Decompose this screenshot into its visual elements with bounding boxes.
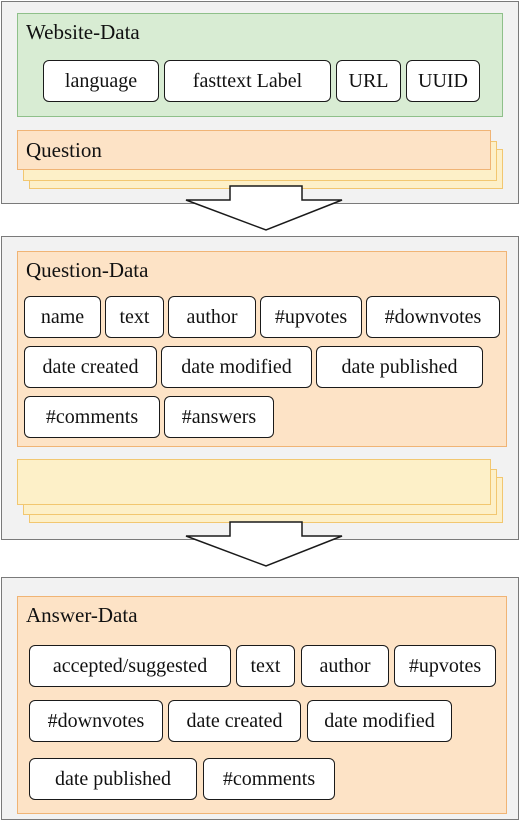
question-data-title: Question-Data	[26, 258, 149, 282]
field-uuid: UUID	[406, 60, 480, 102]
field-language: language	[43, 60, 159, 102]
field-answers: #answers	[164, 396, 274, 438]
field-downvotes: #downvotes	[366, 296, 500, 338]
field-upvotes: #upvotes	[260, 296, 362, 338]
question-data-panel: Question-Data name text author #upvotes …	[17, 251, 507, 447]
field-accepted-suggested: accepted/suggested	[29, 645, 231, 687]
field-fasttext-label: fasttext Label	[164, 60, 331, 102]
website-data-panel: Website-Data language fasttext Label URL…	[17, 13, 503, 117]
answer-section: Answer-Data accepted/suggested text auth…	[1, 577, 519, 820]
field-date-published: date published	[316, 346, 483, 388]
flow-arrow-1	[185, 185, 343, 231]
field-answer-author: author	[301, 645, 389, 687]
field-name: name	[24, 296, 101, 338]
field-date-modified: date modified	[161, 346, 312, 388]
field-answer-date-created: date created	[168, 700, 301, 742]
question-stack-label: Question	[26, 138, 102, 162]
field-answer-downvotes: #downvotes	[29, 700, 163, 742]
field-comments: #comments	[24, 396, 160, 438]
field-answer-date-modified: date modified	[307, 700, 452, 742]
field-answer-comments: #comments	[203, 758, 335, 800]
answer-stack-front	[17, 459, 491, 505]
website-section: Website-Data language fasttext Label URL…	[1, 1, 519, 204]
question-section: Question-Data name text author #upvotes …	[1, 236, 519, 540]
field-url: URL	[336, 60, 401, 102]
field-answer-date-published: date published	[29, 758, 197, 800]
field-answer-text: text	[236, 645, 295, 687]
field-answer-upvotes: #upvotes	[394, 645, 496, 687]
website-data-title: Website-Data	[26, 20, 140, 44]
field-author: author	[168, 296, 256, 338]
field-text: text	[105, 296, 164, 338]
question-stack-front: Question	[17, 130, 491, 170]
field-date-created: date created	[24, 346, 157, 388]
flow-arrow-2	[185, 521, 343, 567]
answer-data-title: Answer-Data	[26, 603, 138, 627]
answer-data-panel: Answer-Data accepted/suggested text auth…	[17, 596, 507, 814]
